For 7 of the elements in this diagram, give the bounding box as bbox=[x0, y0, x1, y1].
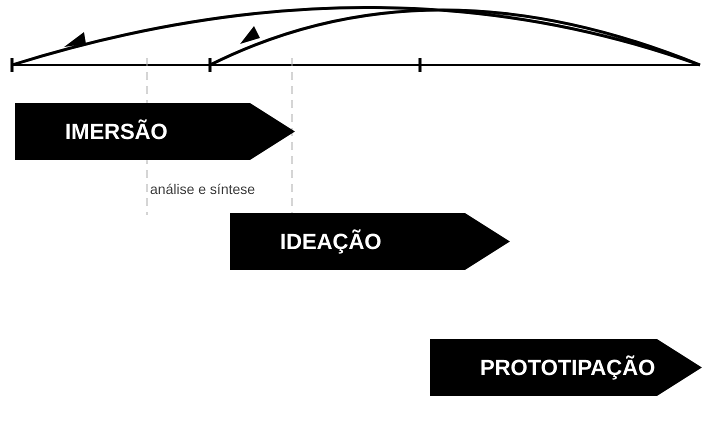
phase-title: IMERSÃO bbox=[65, 118, 168, 146]
phase-overlap-label: análise e síntese bbox=[150, 181, 256, 197]
phase-title: IDEAÇÃO bbox=[280, 228, 382, 256]
phase-arrow bbox=[430, 339, 702, 396]
phase-title: PROTOTIPAÇÃO bbox=[480, 354, 656, 382]
phase-arrow bbox=[230, 213, 510, 270]
phase-arrow bbox=[15, 103, 295, 160]
